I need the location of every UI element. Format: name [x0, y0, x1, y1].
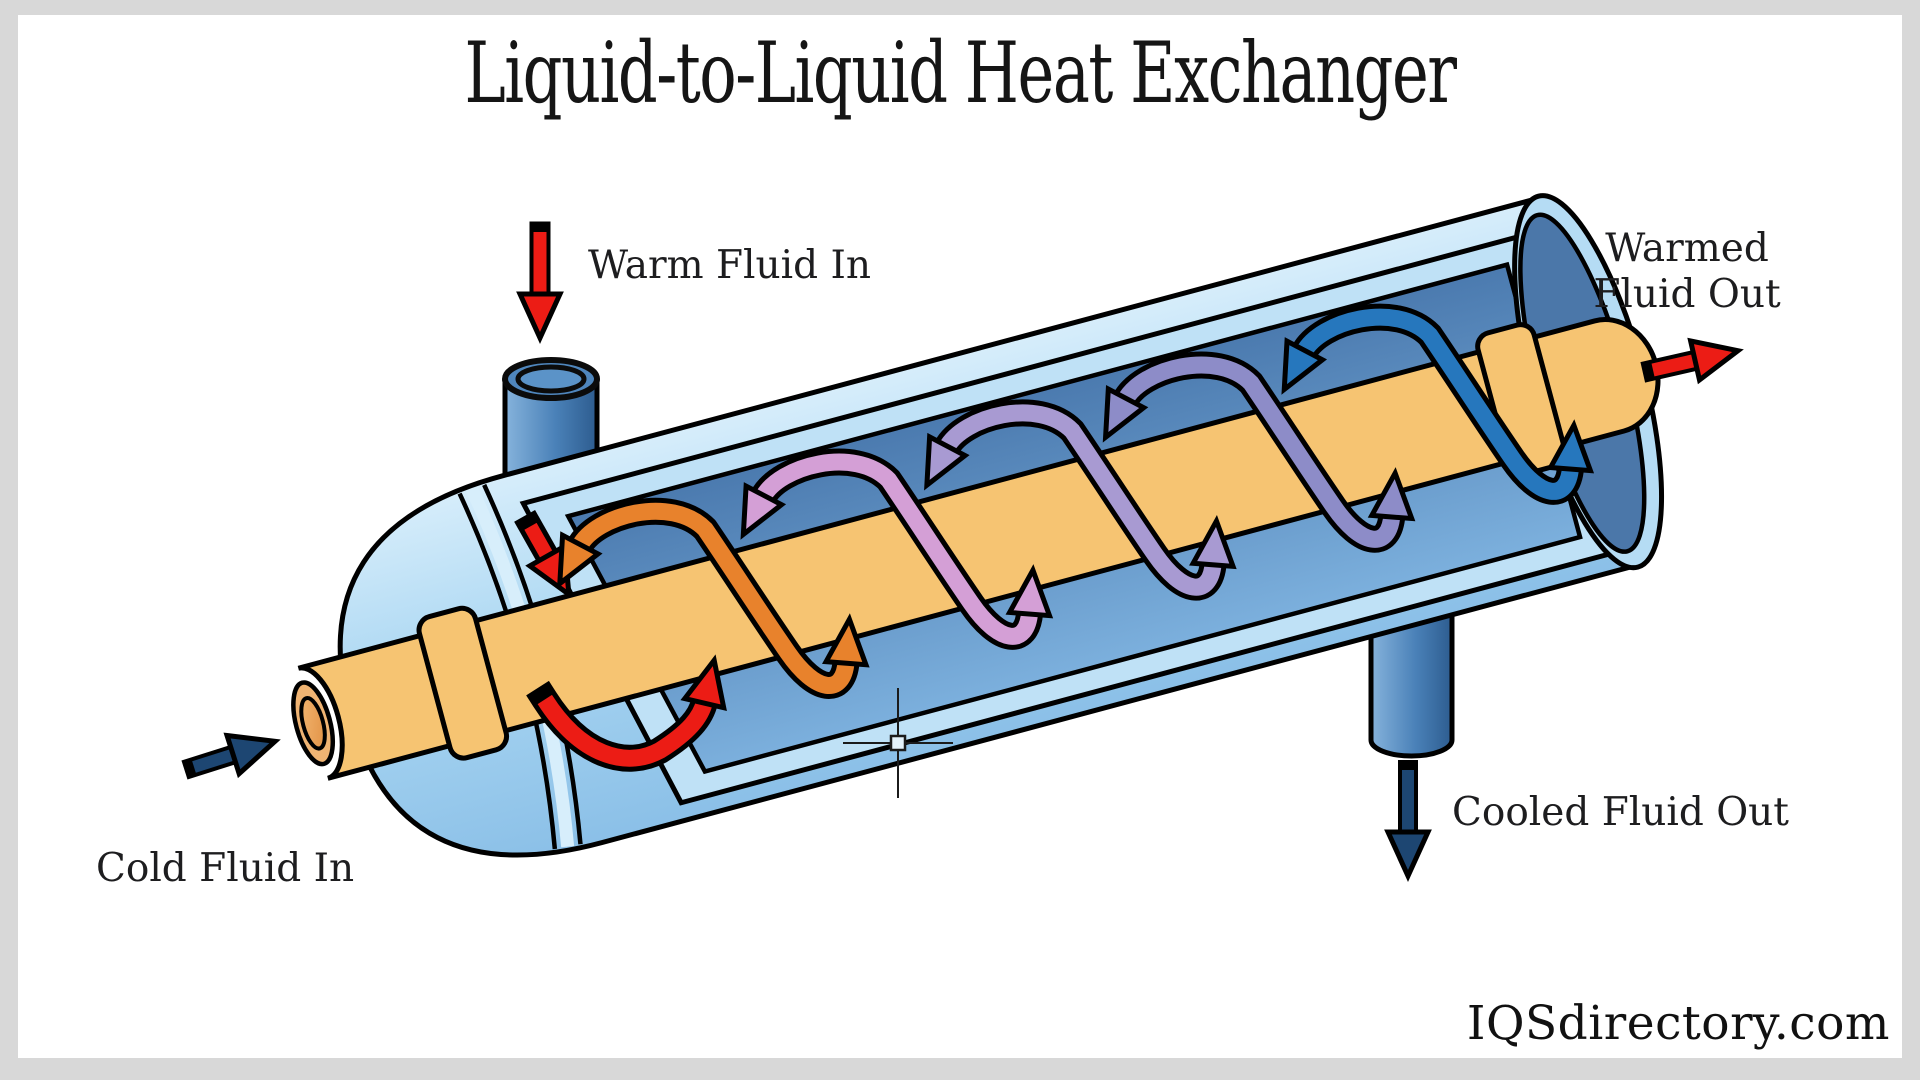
label-cooled-fluid-out: Cooled Fluid Out [1452, 790, 1789, 835]
label-warmed-fluid-out: Warmed Fluid Out [1593, 226, 1781, 318]
page-title: Liquid-to-Liquid Heat Exchanger [464, 24, 1457, 122]
watermark: IQSdirectory.com [1466, 996, 1890, 1051]
label-cold-fluid-in: Cold Fluid In [96, 846, 355, 891]
label-warm-fluid-in: Warm Fluid In [588, 243, 871, 288]
crosshair-cursor [843, 688, 953, 798]
warm-inflow-arrow-inner [514, 509, 572, 600]
outlet-port [1368, 597, 1455, 759]
tube-coupling-left [416, 605, 510, 761]
spiral-arrow-orange [556, 497, 870, 699]
inlet-port [502, 357, 600, 523]
cold-fluid-in-arrow [181, 732, 281, 780]
spiral-arrow-red [526, 654, 727, 772]
warmed-fluid-out-arrow [1640, 337, 1744, 385]
spiral-arrow-blue [1281, 303, 1595, 505]
tube-bore [299, 696, 327, 751]
spiral-arrow-pink [740, 448, 1054, 650]
